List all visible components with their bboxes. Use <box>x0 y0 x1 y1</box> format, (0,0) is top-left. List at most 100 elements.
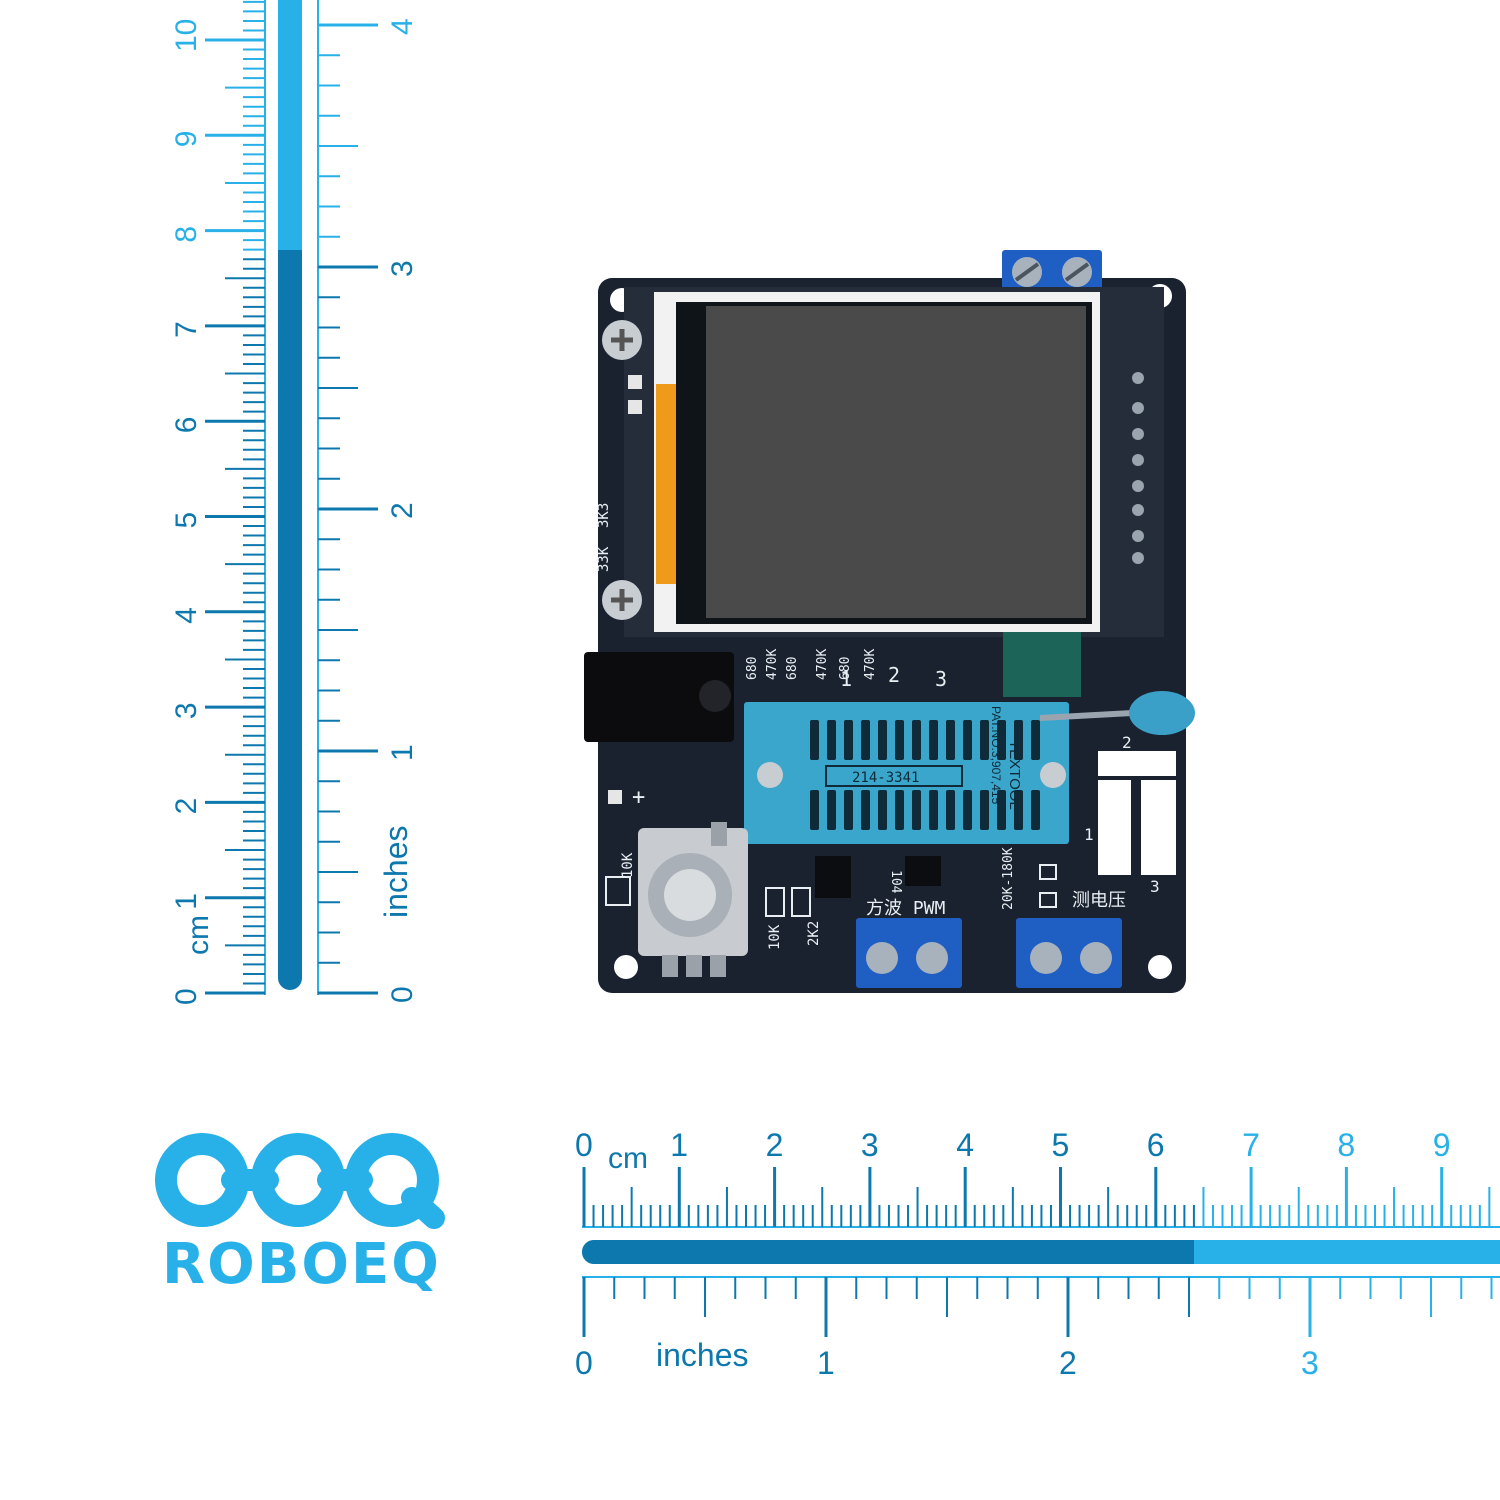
resistor-values: 680 470K 680 470K 680 470K <box>745 649 878 680</box>
top-terminal-block <box>1002 250 1102 295</box>
pin-number: 1 <box>840 667 852 691</box>
pot-label: 10K <box>620 852 636 878</box>
lcd-module: 33K 3K3 <box>596 287 1164 697</box>
zif-patent: PAT.NO.3,907,415 <box>989 706 1003 805</box>
pin-number: 2 <box>888 663 900 687</box>
cm-label: 8 <box>1337 1127 1355 1163</box>
pwm-terminal-block <box>856 918 962 988</box>
screw-icon <box>602 320 642 360</box>
silk-value: 680 <box>838 657 853 680</box>
dc-jack <box>584 652 734 742</box>
zif-socket: 214-3341 TEXTOOL PAT.NO.3,907,415 <box>744 702 1151 844</box>
zif-slot <box>912 790 921 830</box>
zif-slot <box>844 720 853 760</box>
zif-slot <box>912 720 921 760</box>
zif-slot <box>878 790 887 830</box>
vertical-inch-ticks <box>318 23 378 995</box>
resistor-label-33k: 33K <box>596 546 612 572</box>
voltage-terminal-block <box>1016 918 1122 988</box>
resistor-label-3k3: 3K3 <box>596 503 612 528</box>
inch-label: 2 <box>1059 1345 1077 1381</box>
zif-slot <box>997 720 1006 760</box>
voltage-label: 测电压 <box>1072 890 1126 911</box>
zif-slot <box>1031 720 1040 760</box>
zif-slot <box>810 790 819 830</box>
pwm-label: 方波 PWM <box>866 898 946 919</box>
cm-label: 6 <box>170 417 203 434</box>
zif-slot <box>827 790 836 830</box>
zif-slot <box>895 720 904 760</box>
zif-slot <box>963 790 972 830</box>
zif-slot <box>895 790 904 830</box>
zif-slot <box>929 790 938 830</box>
vertical-inch-unit: inches <box>378 826 414 919</box>
zif-slot <box>861 720 870 760</box>
silk-value: 470K <box>765 649 780 680</box>
inch-label: 1 <box>386 744 419 761</box>
inch-label: 1 <box>817 1345 835 1381</box>
lcd-screen <box>706 306 1086 618</box>
cm-label: 6 <box>1147 1127 1165 1163</box>
horizontal-inch-unit: inches <box>656 1337 749 1373</box>
silk-value: 680 <box>745 657 760 680</box>
ic-chip <box>905 856 941 886</box>
screw-icon <box>602 580 642 620</box>
cm-label: 4 <box>170 607 203 624</box>
horizontal-ruler-bar <box>582 1240 1194 1264</box>
cm-label: 8 <box>170 226 203 243</box>
cm-label: 9 <box>1433 1127 1451 1163</box>
horizontal-inch-ticks <box>582 1277 1493 1337</box>
cm-label: 5 <box>1052 1127 1070 1163</box>
zif-slot <box>997 790 1006 830</box>
zif-slot <box>1014 720 1023 760</box>
zif-slot <box>844 790 853 830</box>
cm-label: 10 <box>170 19 203 52</box>
r-label-2k2: 2K2 <box>806 921 822 946</box>
inch-label: 4 <box>386 18 419 35</box>
zif-slot <box>827 720 836 760</box>
zif-slot <box>946 790 955 830</box>
zif-slot <box>878 720 887 760</box>
rotary-encoder <box>638 822 748 977</box>
pad-label-2: 2 <box>1122 733 1132 752</box>
flex-cable <box>656 384 676 584</box>
cap-label-104: 104 <box>888 870 903 894</box>
cm-label: 3 <box>170 702 203 719</box>
zif-part-number: 214-3341 <box>852 770 919 786</box>
zif-slot <box>929 720 938 760</box>
silk-value: 680 <box>785 657 800 680</box>
regulator-chip <box>815 856 851 898</box>
brand-logo-icon <box>155 1133 445 1229</box>
inch-label: 2 <box>386 502 419 519</box>
cm-label: 2 <box>170 798 203 815</box>
contact-pads <box>1098 751 1176 875</box>
cm-label: 0 <box>575 1127 593 1163</box>
zif-slot <box>980 720 989 760</box>
inch-label: 0 <box>575 1345 593 1381</box>
plus-mark: + <box>632 785 645 810</box>
divider-label: 20K-180K <box>1001 847 1016 910</box>
capacitor <box>1129 691 1195 735</box>
silk-value: 470K <box>815 649 830 680</box>
pad-label-3: 3 <box>1150 877 1160 896</box>
zif-slot <box>861 790 870 830</box>
zif-slot <box>1014 790 1023 830</box>
zif-slot <box>1031 790 1040 830</box>
mounting-hole <box>614 955 638 979</box>
vertical-inch-labels: 0 1 2 3 4 <box>386 18 419 1003</box>
header-pins <box>1132 372 1144 564</box>
inch-label: 3 <box>386 260 419 277</box>
cm-label: 3 <box>861 1127 879 1163</box>
zif-slot <box>946 720 955 760</box>
zif-slot <box>963 720 972 760</box>
zif-slot <box>810 720 819 760</box>
cm-label: 9 <box>170 131 203 148</box>
cm-label: 1 <box>670 1127 688 1163</box>
cm-label: 4 <box>956 1127 974 1163</box>
vertical-cm-ticks <box>205 0 265 995</box>
inch-label: 0 <box>386 986 419 1003</box>
component-tester-board: 33K 3K3 680 470K 680 470K 680 470K 1 2 3… <box>584 250 1195 993</box>
